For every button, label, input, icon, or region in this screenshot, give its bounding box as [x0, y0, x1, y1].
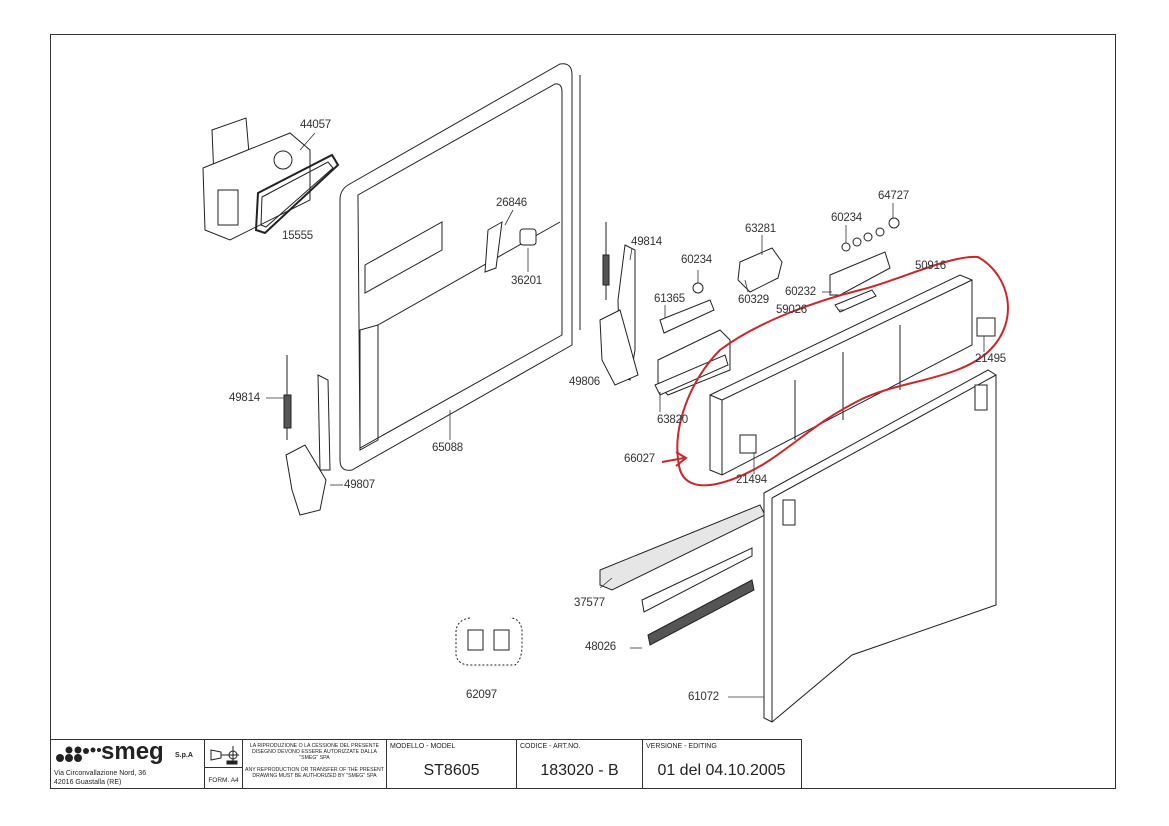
part-66027-control-panel — [709, 274, 996, 476]
part-label: 50916 — [915, 260, 946, 272]
code-cell: CODICE - ART.NO. 183020 - B — [517, 740, 643, 788]
notice-cell: LA RIPRODUZIONE O LA CESSIONE DEL PRESEN… — [243, 740, 387, 788]
part-label: 21495 — [975, 353, 1006, 365]
projection-symbol-icon — [210, 746, 239, 765]
part-label: 37577 — [574, 597, 605, 609]
highlight-annotation — [661, 255, 1009, 487]
part-label: 60234 — [831, 212, 862, 224]
part-label: 62097 — [466, 689, 497, 701]
model-value: ST8605 — [423, 762, 480, 779]
title-block: smeg S.p.A Via Circonvallazione Nord, 36… — [50, 738, 802, 789]
projection-cell: FORM. A4 — [205, 740, 243, 788]
part-label: 26846 — [496, 197, 527, 209]
part-label: 49814 — [229, 392, 260, 404]
format-label: FORM. A4 — [208, 777, 239, 784]
part-label: 61365 — [654, 293, 685, 305]
part-label-highlighted: 66027 — [624, 453, 655, 465]
notice-english: ANY REPRODUCTION OR TRANSFER OF THE PRES… — [245, 767, 384, 780]
part-49806-hinge-right — [599, 222, 639, 386]
part-15555-gasket — [254, 153, 340, 235]
code-value: 183020 - B — [540, 762, 619, 779]
part-62097-bracket-kit — [455, 617, 523, 666]
brand-name: smeg — [101, 738, 164, 765]
part-label: 64727 — [878, 190, 909, 202]
address-line-2: 42016 Guastalla (RE) — [54, 779, 122, 786]
part-label: 48026 — [585, 641, 616, 653]
smeg-logo-dots-icon — [56, 746, 101, 762]
part-49807-hinge-left — [283, 355, 331, 516]
part-label: 59026 — [776, 304, 807, 316]
part-61365-switch-block — [659, 299, 715, 334]
part-label: 49814 — [631, 236, 662, 248]
part-label: 65088 — [432, 442, 463, 454]
part-label: 21494 — [736, 474, 767, 486]
model-caption: MODELLO - MODEL — [390, 743, 456, 750]
part-60232-button-set — [829, 251, 891, 296]
part-label: 36201 — [511, 275, 542, 287]
part-label: 63820 — [657, 414, 688, 426]
notice-italian: LA RIPRODUZIONE O LA CESSIONE DEL PRESEN… — [249, 743, 380, 762]
address-line-1: Via Circonvallazione Nord, 36 — [54, 770, 147, 777]
part-64727-button-cap — [888, 217, 900, 229]
part-60234-knob — [692, 282, 704, 294]
version-caption: VERSIONE - EDITING — [646, 743, 717, 750]
part-61072-outer-door — [763, 369, 997, 723]
part-label: 44057 — [300, 119, 331, 131]
part-label: 60234 — [681, 254, 712, 266]
part-65088-inner-door — [339, 63, 581, 471]
version-cell: VERSIONE - EDITING 01 del 04.10.2005 — [643, 740, 800, 788]
part-44057-control-knob — [202, 117, 311, 241]
part-label: 60232 — [785, 286, 816, 298]
brand-suffix: S.p.A — [175, 752, 193, 759]
model-cell: MODELLO - MODEL ST8605 — [387, 740, 517, 788]
code-caption: CODICE - ART.NO. — [520, 743, 581, 750]
version-value: 01 del 04.10.2005 — [657, 762, 786, 779]
brand-cell: smeg S.p.A Via Circonvallazione Nord, 36… — [51, 738, 205, 788]
part-label: 60329 — [738, 294, 769, 306]
part-63820-electronic-board — [654, 329, 731, 396]
part-63281-door-switch — [737, 247, 783, 293]
part-label: 49806 — [569, 376, 600, 388]
part-label: 61072 — [688, 691, 719, 703]
part-37577-insulation — [599, 504, 766, 591]
part-48026-seal-strip — [641, 547, 755, 646]
part-label: 63281 — [745, 223, 776, 235]
part-label: 49807 — [344, 479, 375, 491]
part-label: 15555 — [282, 230, 313, 242]
